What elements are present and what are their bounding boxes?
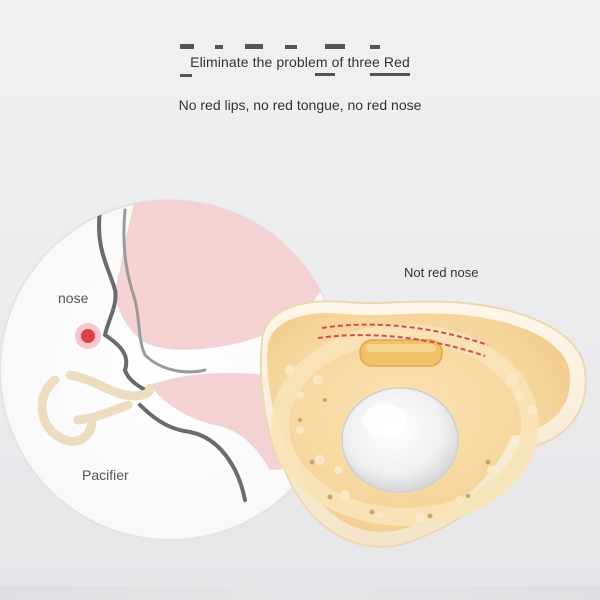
pacifier-nipple — [341, 387, 459, 493]
pacifier-sketch — [37, 370, 155, 446]
watermark-strip — [0, 586, 600, 600]
nose-label: nose — [58, 290, 89, 306]
shield-dots — [298, 398, 491, 519]
page-subtitle: No red lips, no red tongue, no red nose — [178, 97, 422, 113]
not-red-nose-label: Not red nose — [404, 265, 479, 280]
face-profile-line — [97, 208, 152, 394]
pacifier-ring — [271, 324, 539, 526]
pacifier-handle — [359, 339, 443, 367]
throat-line — [138, 403, 247, 502]
shield-decorations — [285, 365, 537, 523]
pacifier-product — [259, 300, 587, 548]
pacifier-label: Pacifier — [82, 467, 129, 483]
dashed-line-2 — [317, 334, 486, 357]
page-title: Eliminate the problem of three Red — [190, 54, 410, 70]
face-tissue — [116, 200, 325, 350]
inner-profile-line — [122, 208, 207, 374]
nose-marker — [81, 329, 95, 343]
